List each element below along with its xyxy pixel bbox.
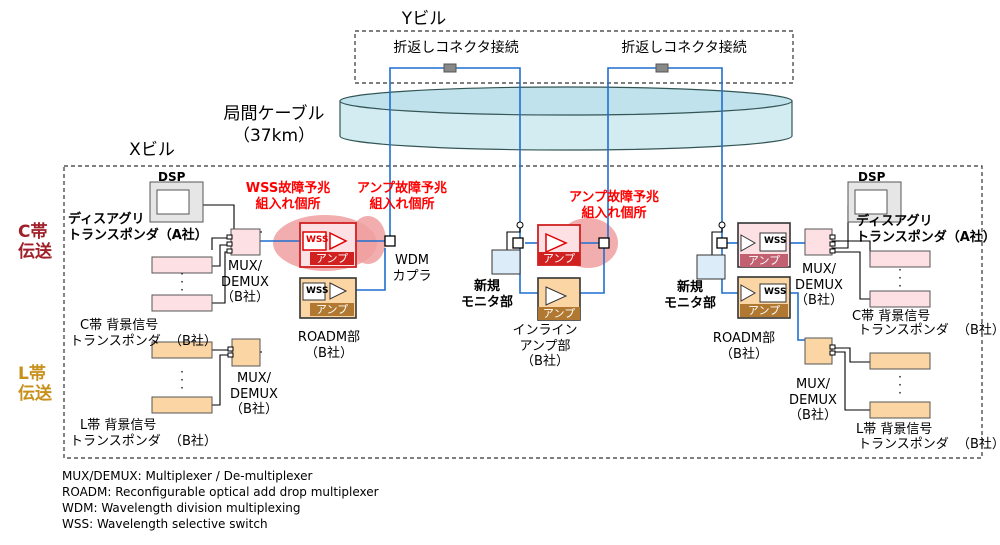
amp-text-left-c: アンプ (315, 252, 349, 265)
mux-l-right-label: MUX/DEMUX（B社） (789, 377, 837, 424)
c-dots-right: ··· (898, 263, 902, 293)
l-dots-left: ··· (180, 365, 184, 395)
amp-text-right-c: アンプ (747, 254, 781, 267)
l-bg-transponder-right-line2: トランスポンダ （B社） (858, 437, 1000, 452)
l-bg-transponder-left-line2: トランスポンダ （B社） (70, 434, 217, 449)
c-transponder-right-2 (869, 290, 931, 308)
new-monitor-center (491, 249, 521, 275)
amp-band-left-l (310, 303, 354, 316)
dsp-label-right: DSP (858, 170, 886, 184)
monitor-tap-center (516, 221, 524, 229)
dsp-box-left (149, 181, 204, 223)
c-bg-transponder-right-line1: C帯 背景信号 (852, 309, 931, 324)
x-building-label: Xビル (129, 140, 175, 160)
legend-mux: MUX/DEMUX: Multiplexer / De-multiplexer (62, 469, 313, 483)
l-band-label: L帯伝送 (18, 364, 52, 404)
disagg-transponder-left-line1: ディスアグリ (68, 212, 145, 227)
legend: MUX/DEMUX: Multiplexer / De-multiplexer … (62, 468, 379, 532)
legend-wdm: WDM: Wavelength division multiplexing (62, 501, 301, 515)
dsp-box-right (847, 181, 902, 223)
inline-amp-label: インラインアンプ部（B社） (512, 323, 578, 370)
wss-right-c: WSS (764, 236, 787, 246)
c-transponder-left-1 (151, 256, 213, 274)
cable-label: 局間ケーブル (223, 104, 325, 124)
mux-c-left (226, 228, 261, 256)
mux-c-right-label: MUX/DEMUX（B社） (795, 262, 843, 309)
wdm-coupler-center-right (598, 237, 610, 249)
amp-text-right-l: アンプ (747, 304, 781, 317)
amp-text-center-l: アンプ (542, 307, 576, 320)
c-transponder-right-1 (869, 250, 931, 268)
x-building-box (63, 165, 983, 459)
mux-l-right (804, 337, 836, 365)
loopback-connector-2 (655, 63, 669, 73)
fiber-links (258, 67, 805, 341)
disagg-transponder-right-line2: トランスポンダ（A社） (856, 230, 996, 245)
c-transponder-left-2 (151, 294, 213, 312)
amp-band-center-l (538, 307, 580, 320)
amp-band-right-l (740, 304, 788, 317)
loopback-connector-1 (443, 63, 457, 73)
wdm-coupler-right (716, 237, 728, 249)
wdm-coupler-left (384, 235, 396, 247)
y-building-label: Yビル (401, 9, 447, 29)
amp-band-right-c (740, 254, 788, 267)
c-dots-left: ··· (180, 267, 184, 297)
wdm-coupler-center-left (512, 237, 524, 249)
y-building-box (354, 30, 794, 84)
l-transponder-left-1 (151, 341, 213, 359)
new-monitor-right (696, 254, 726, 280)
new-monitor-right-label: 新規モニタ部 (663, 280, 717, 311)
amp-fault-label-center: アンプ故障予兆組入れ個所 (568, 190, 660, 221)
monitor-tap-right (718, 221, 726, 229)
amp-band-center-c (538, 252, 580, 265)
l-transponder-right-1 (869, 352, 931, 370)
wss-fault-label: WSS故障予兆組入れ個所 (245, 181, 331, 212)
amp-text-left-l: アンプ (315, 303, 349, 316)
disagg-transponder-left-line2: トランスポンダ（A社） (68, 228, 208, 243)
amp-fault-label-left: アンプ故障予兆組入れ個所 (356, 181, 448, 212)
l-dots-right: ··· (898, 370, 902, 400)
c-bg-transponder-right-line2: トランスポンダ （B社） (858, 323, 1000, 338)
c-bg-transponder-left-line2: トランスポンダ （B社） (70, 334, 217, 349)
new-monitor-center-label: 新規モニタ部 (460, 279, 514, 310)
inter-office-cable (339, 86, 793, 151)
amp-band-left-c (310, 252, 354, 265)
loopback-label-1: 折返しコネクタ接続 (393, 40, 519, 56)
dsp-label-left: DSP (158, 170, 186, 184)
amp-fault-highlight-left (350, 216, 386, 264)
roadm-right-label: ROADM部（B社） (712, 331, 776, 362)
wss-right-l: WSS (764, 287, 787, 297)
legend-wss: WSS: Wavelength selective switch (62, 517, 268, 531)
monitor-links (203, 204, 871, 411)
c-bg-transponder-left-line1: C帯 背景信号 (80, 318, 159, 333)
l-bg-transponder-right-line1: L帯 背景信号 (856, 422, 933, 437)
mux-c-left-label: MUX/DEMUX（B社） (221, 259, 269, 306)
loopback-label-2: 折返しコネクタ接続 (621, 40, 747, 56)
mux-l-left (227, 338, 261, 367)
l-transponder-left-2 (151, 396, 213, 414)
l-transponder-right-2 (869, 401, 931, 419)
amp-text-center-c: アンプ (542, 252, 576, 265)
cable-length: （37km） (232, 126, 316, 146)
disagg-transponder-right-line1: ディスアグリ (856, 214, 933, 229)
l-bg-transponder-left-line1: L帯 背景信号 (80, 418, 157, 433)
legend-roadm: ROADM: Reconfigurable optical add drop m… (62, 485, 379, 499)
mux-l-left-label: MUX/DEMUX（B社） (230, 371, 278, 418)
roadm-left-label: ROADM部（B社） (297, 330, 361, 361)
c-band-label: C帯伝送 (18, 222, 52, 262)
roadm-right-c (737, 222, 791, 268)
wss-left-l: WSS (306, 286, 329, 296)
mux-c-right (804, 228, 836, 256)
wss-left-c: WSS (306, 235, 329, 245)
